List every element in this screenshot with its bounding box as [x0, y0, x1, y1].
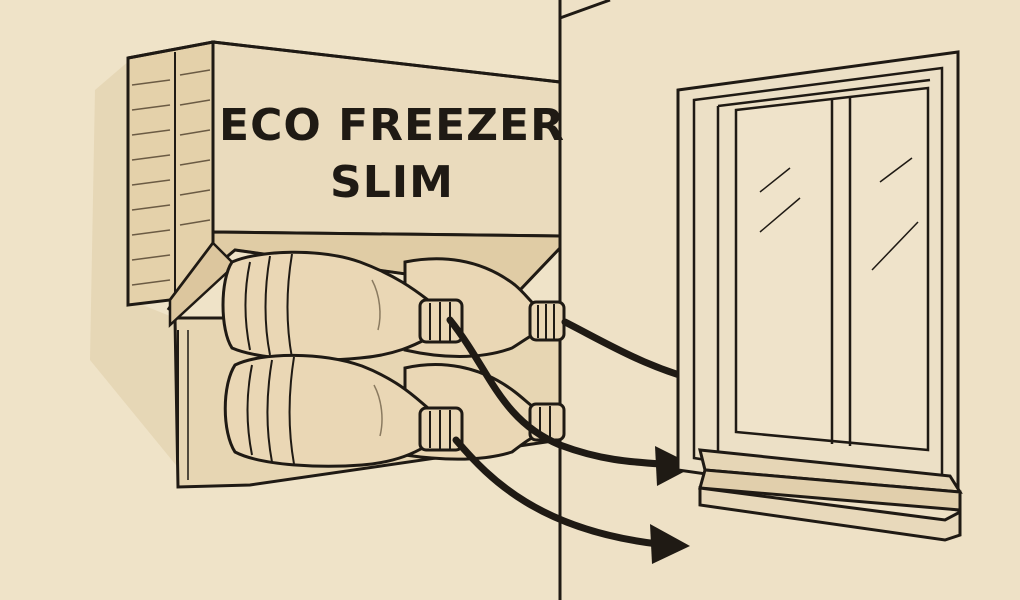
window-icon — [676, 50, 963, 542]
arrow-icon — [446, 316, 695, 486]
sign-panel: ECO FREEZER SLIM — [127, 40, 565, 238]
sign-title-line1: ECO FREEZER — [219, 100, 565, 151]
wall-top-edge — [559, 0, 611, 20]
sign-title-line2: SLIM — [330, 157, 454, 208]
arrow-icon — [452, 436, 690, 564]
box-side-slats — [126, 40, 215, 307]
bottle-icon — [223, 353, 464, 468]
unit-shadow — [90, 60, 180, 470]
bottle-icon — [221, 250, 464, 362]
